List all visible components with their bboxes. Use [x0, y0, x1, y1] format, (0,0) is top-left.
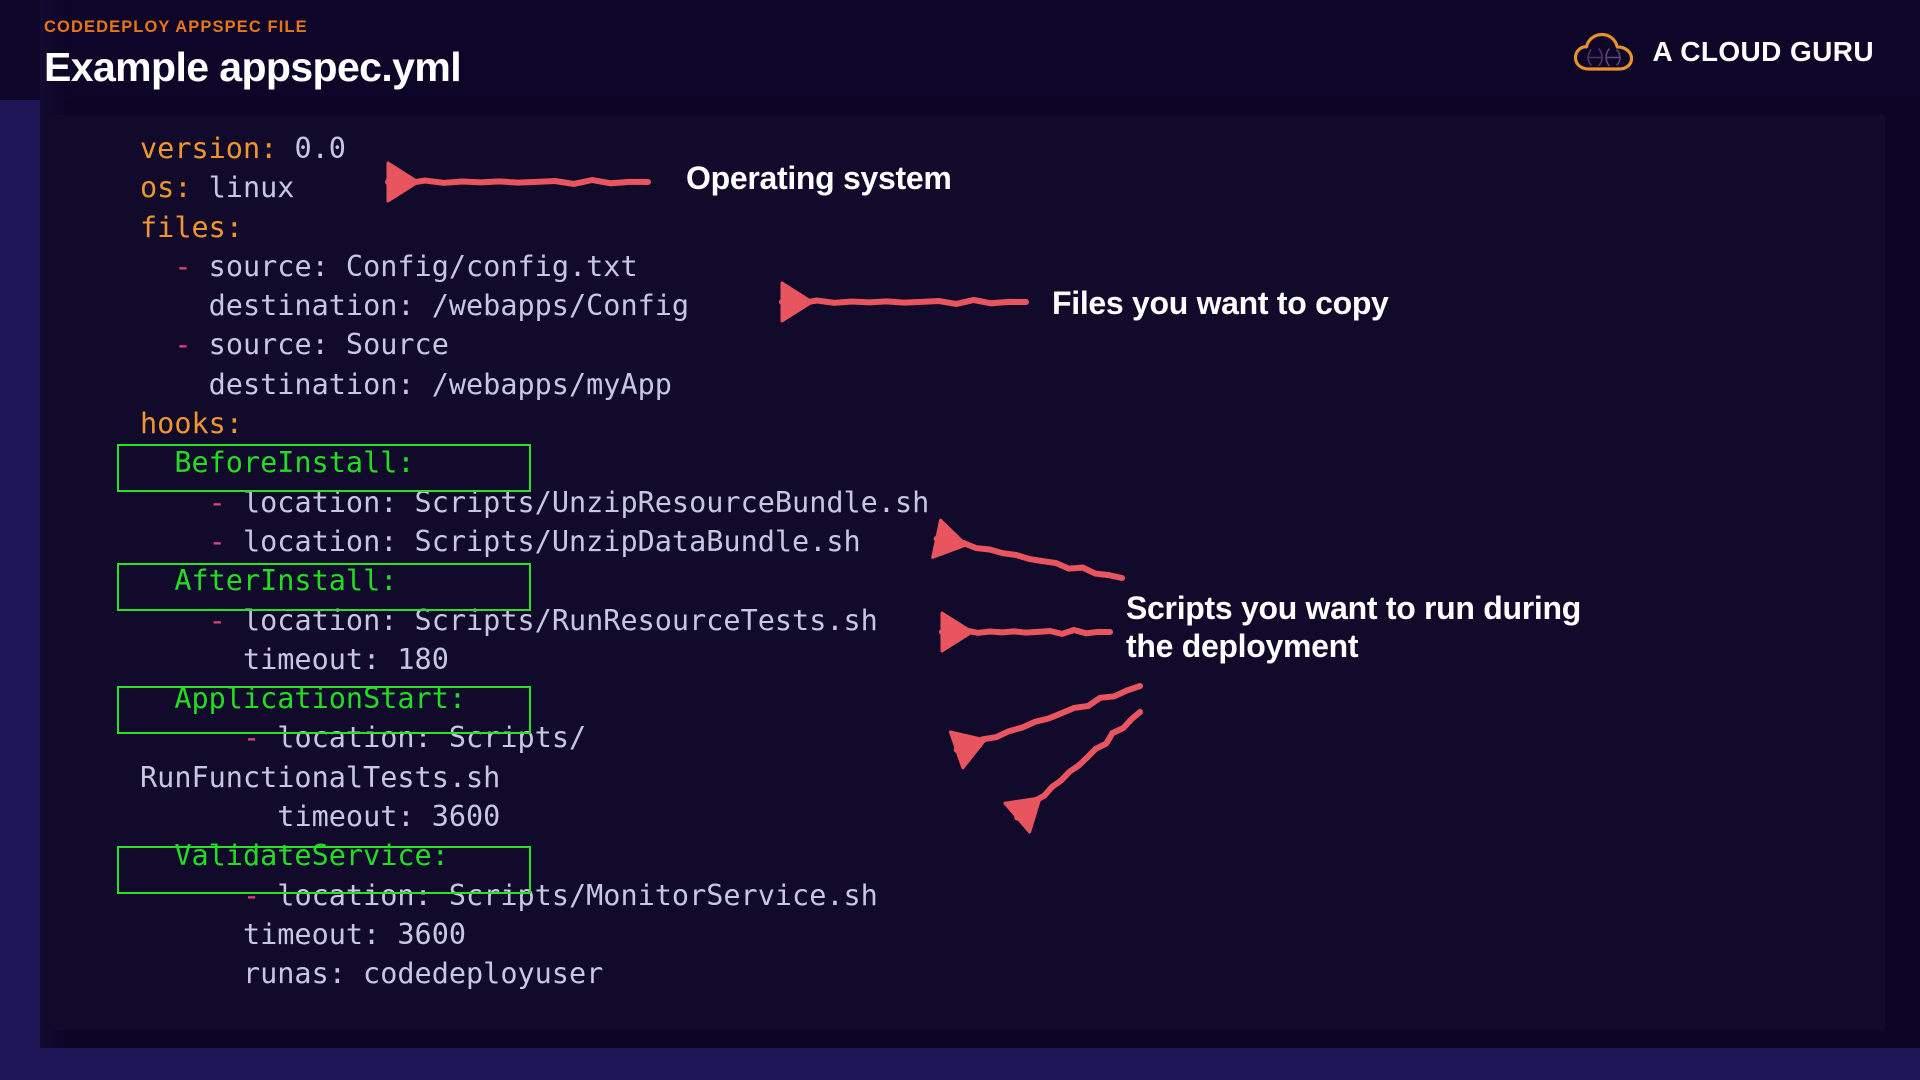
yaml-value: location: Scripts/ — [277, 721, 587, 755]
yaml-value: 0.0 — [294, 132, 346, 165]
yaml-value: source: Source — [208, 328, 449, 362]
yaml-list-dash: - — [208, 524, 243, 558]
yaml-value: timeout: 180 — [242, 642, 449, 676]
annotation-operating-system: Operating system — [686, 160, 952, 196]
yaml-hook-name: AfterInstall: — [174, 564, 398, 598]
yaml-value: timeout: 3600 — [242, 917, 467, 951]
yaml-key: version: — [140, 132, 295, 165]
yaml-list-dash: - — [208, 485, 243, 519]
yaml-hook-name: BeforeInstall: — [174, 446, 415, 480]
code-line: version: 0.0 — [140, 129, 929, 168]
yaml-value: linux — [208, 171, 295, 205]
page-title: Example appspec.yml — [44, 44, 462, 91]
yaml-hook-name: ApplicationStart: — [174, 682, 467, 716]
yaml-value: destination: /webapps/myApp — [208, 367, 672, 401]
cloud-icon — [1574, 32, 1634, 71]
code-line: timeout: 3600 — [140, 915, 929, 954]
yaml-key: hooks: — [140, 407, 243, 441]
code-line: destination: /webapps/Config — [140, 286, 929, 325]
yaml-list-dash: - — [242, 721, 278, 755]
code-line: destination: /webapps/myApp — [140, 365, 929, 404]
yaml-value: location: Scripts/MonitorService.sh — [277, 878, 878, 912]
annotation-scripts-to-run: Scripts you want to run during the deplo… — [1126, 590, 1582, 664]
code-line: - location: Scripts/RunResourceTests.sh — [140, 601, 929, 640]
code-line: AfterInstall: — [140, 561, 929, 600]
code-line: - location: Scripts/ — [140, 718, 929, 757]
code-line: - source: Config/config.txt — [140, 247, 929, 286]
yaml-list-dash: - — [208, 603, 243, 637]
code-line: - source: Source — [140, 325, 929, 364]
yaml-list-dash: - — [174, 328, 209, 362]
yaml-value: location: Scripts/RunResourceTests.sh — [242, 603, 878, 637]
yaml-value: RunFunctionalTests.sh — [140, 760, 501, 794]
yaml-key: os: — [140, 171, 209, 205]
code-line: - location: Scripts/UnzipResourceBundle.… — [140, 483, 930, 522]
brand-logo: A CLOUD GURU — [1573, 30, 1874, 74]
annotation-files-to-copy: Files you want to copy — [1052, 285, 1389, 321]
yaml-hook-name: ValidateService: — [174, 839, 449, 873]
code-line: os: linux — [140, 168, 929, 207]
yaml-value: timeout: 3600 — [277, 800, 501, 834]
code-line: RunFunctionalTests.sh — [140, 758, 929, 797]
yaml-key: files: — [140, 210, 243, 244]
slide-header: CODEDEPLOY APPSPEC FILE Example appspec.… — [44, 18, 1144, 89]
brand-name: A CLOUD GURU — [1652, 36, 1874, 67]
yaml-value: location: Scripts/UnzipResourceBundle.sh — [242, 485, 930, 519]
eyebrow-label: CODEDEPLOY APPSPEC FILE — [44, 18, 308, 36]
code-line: timeout: 180 — [140, 640, 929, 679]
code-line: - location: Scripts/UnzipDataBundle.sh — [140, 522, 929, 561]
yaml-list-dash: - — [174, 249, 209, 283]
yaml-list-dash: - — [242, 878, 278, 912]
code-line: timeout: 3600 — [140, 797, 929, 836]
code-line: ValidateService: — [140, 836, 929, 875]
yaml-value: location: Scripts/UnzipDataBundle.sh — [242, 524, 861, 558]
code-line: - location: Scripts/MonitorService.sh — [140, 876, 929, 915]
code-line: ApplicationStart: — [140, 679, 929, 718]
yaml-value: source: Config/config.txt — [208, 249, 638, 283]
code-line: hooks: — [140, 404, 929, 443]
yaml-value: destination: /webapps/Config — [208, 289, 690, 323]
yaml-value: runas: codedeployuser — [242, 957, 604, 991]
code-line: files: — [140, 208, 929, 247]
code-line: BeforeInstall: — [140, 443, 929, 482]
code-line: runas: codedeployuser — [140, 954, 929, 993]
